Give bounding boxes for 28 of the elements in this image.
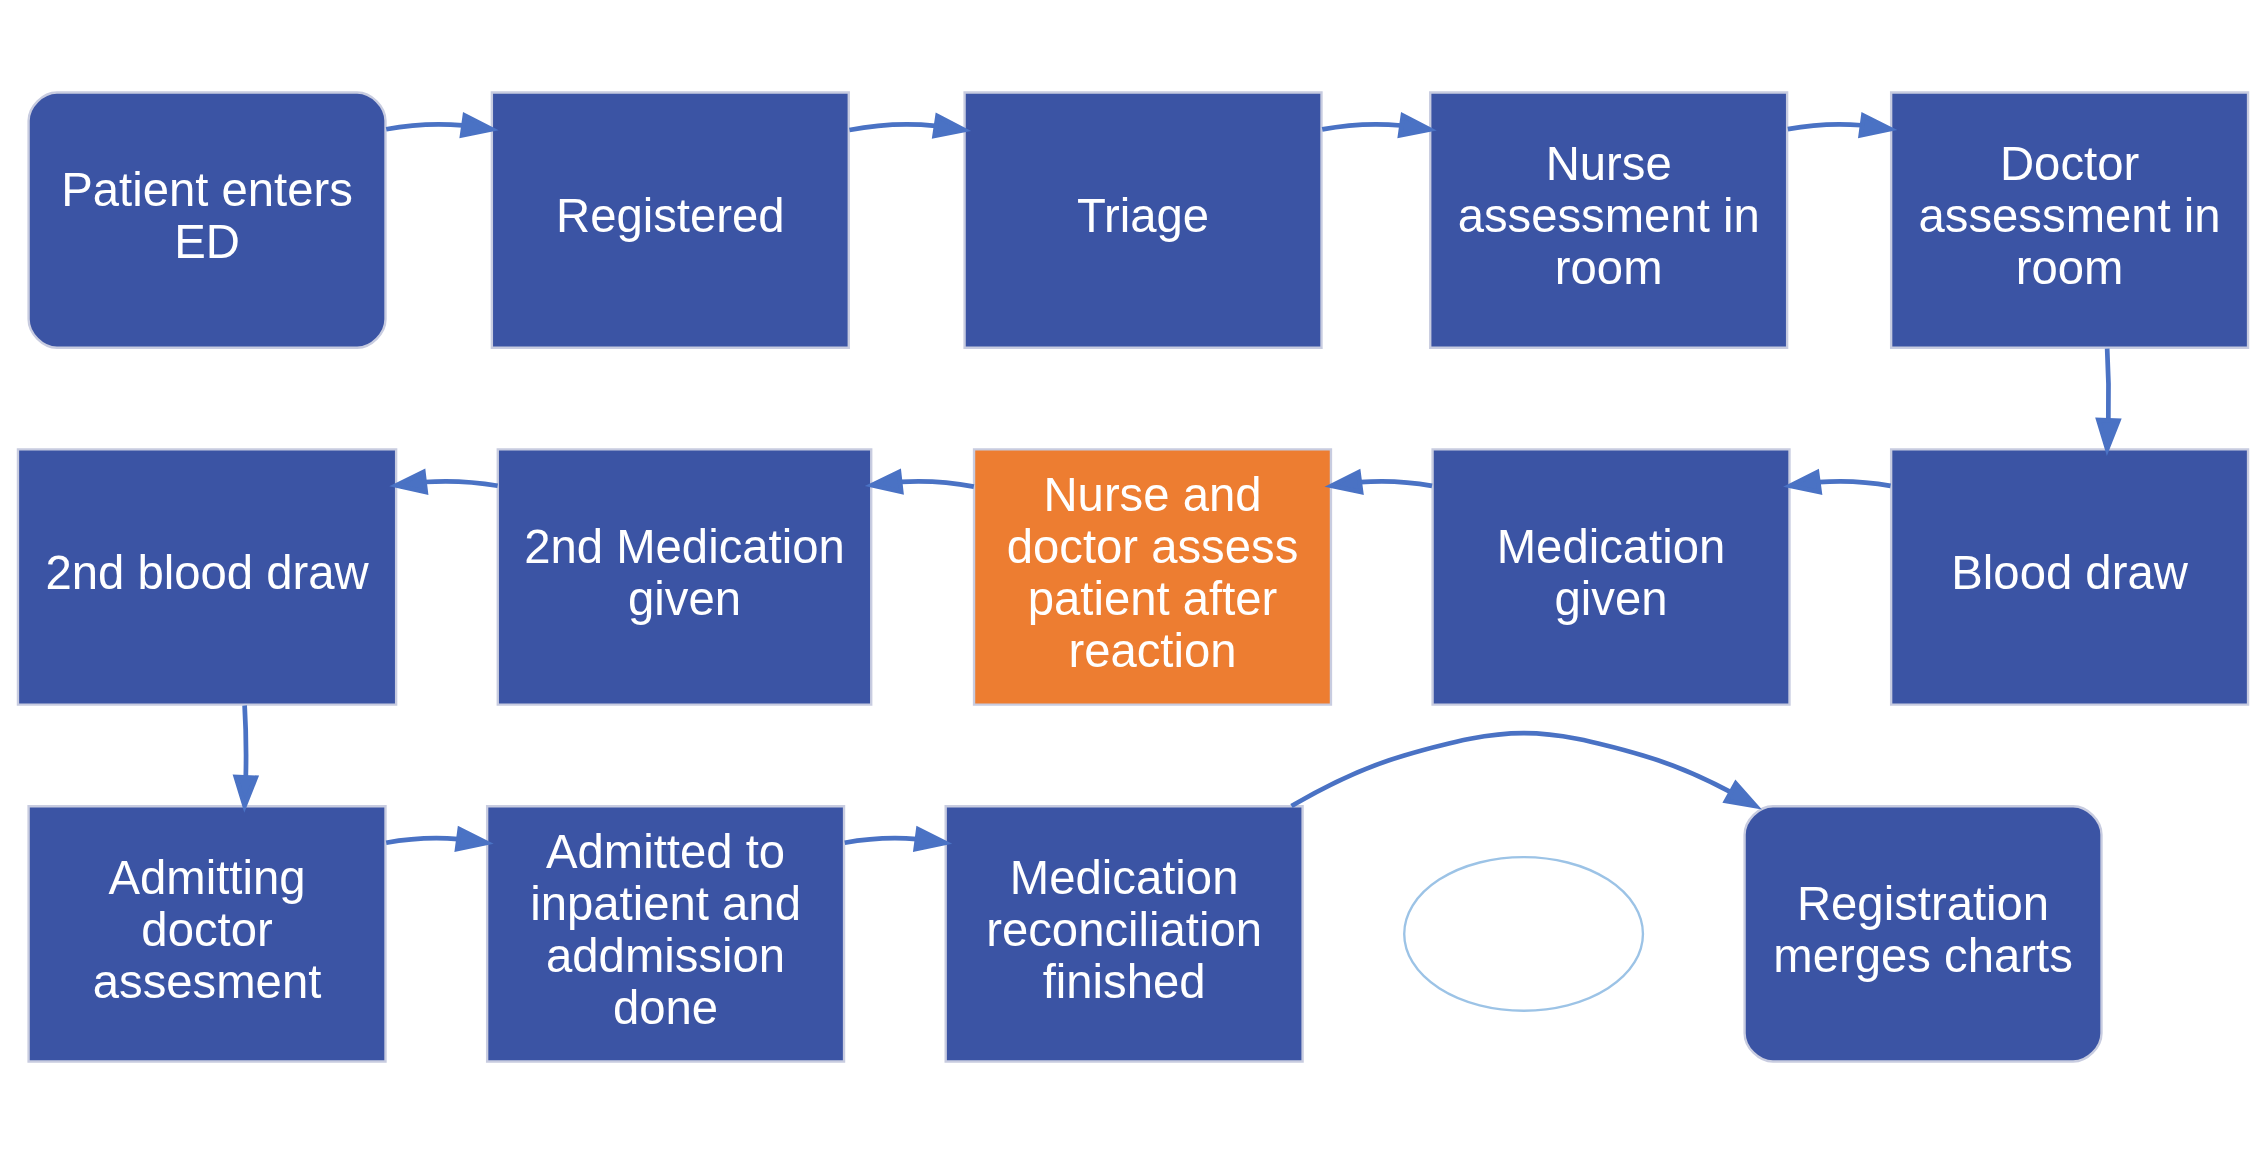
node-box: 2nd Medication given [496,447,873,706]
arrow [844,825,953,852]
arrow [385,825,494,852]
node-box: Admitted to inpatient and addmission done [485,804,846,1063]
node-box: Doctor assessment in room [1889,90,2250,349]
arrow [1787,111,1898,138]
node-box: Nurse assessment in room [1429,90,1789,349]
node-box: Medication given [1431,447,1791,706]
arrow [1290,730,1762,810]
arrow [385,111,499,138]
node-box: Registered [490,90,850,349]
node-box: Admitting doctor assesment [27,804,387,1063]
node-box: Nurse and doctor assess patient after reaction [972,447,1333,706]
arrow [2095,347,2122,456]
node-cloud [1403,855,1645,1012]
arrow [849,111,972,139]
arrow [1324,468,1433,495]
node-box: Triage [963,90,1323,349]
node-box: Blood draw [1889,447,2250,706]
node-box: Registration merges charts [1743,804,2103,1063]
arrow [1783,468,1891,495]
arrow [1321,111,1437,138]
node-box: Medication reconciliation finished [944,804,1304,1063]
node-box: Patient enters ED [27,90,387,349]
arrow [389,468,499,495]
node-box: 2nd blood draw [16,447,398,706]
arrow [232,704,260,813]
arrow [864,467,975,495]
